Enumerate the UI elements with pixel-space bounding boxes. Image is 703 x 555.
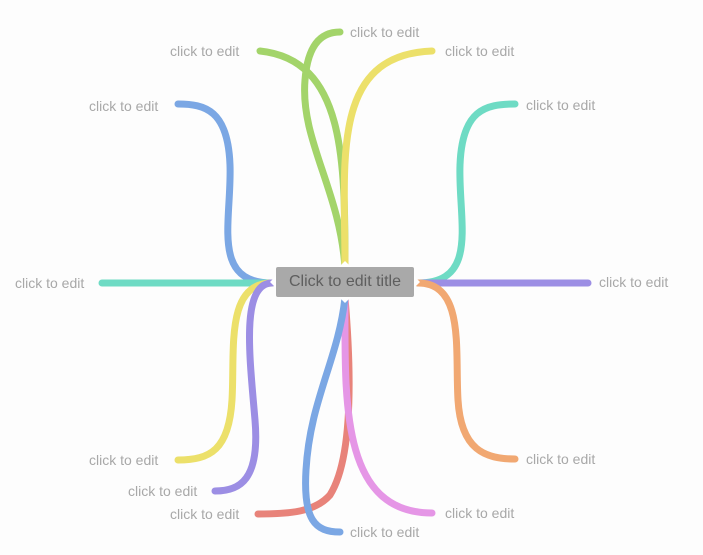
node-lower-right-orange[interactable]: click to edit <box>526 451 596 467</box>
node-bottom-blue[interactable]: click to edit <box>350 524 420 540</box>
branch-lower-left-yellow <box>174 279 276 464</box>
node-bottom-pink[interactable]: click to edit <box>445 505 515 521</box>
center-topic[interactable]: Click to edit title <box>270 261 420 303</box>
branch-left-blue <box>174 100 276 287</box>
node-left-blue[interactable]: click to edit <box>89 98 159 114</box>
right-connector-notch <box>414 276 420 288</box>
node-lower-left-purple[interactable]: click to edit <box>128 483 198 499</box>
bottom-connector-notch <box>339 297 351 303</box>
node-lower-left-yellow[interactable]: click to edit <box>89 452 159 468</box>
branch-bottom-pink <box>341 294 436 517</box>
node-right-purple[interactable]: click to edit <box>599 274 669 290</box>
left-connector-notch <box>270 276 276 288</box>
node-upper-right-yellow[interactable]: click to edit <box>445 43 515 59</box>
branch-bottom-blue <box>302 294 349 536</box>
branch-lower-right-orange <box>414 279 519 463</box>
node-top-green[interactable]: click to edit <box>350 24 420 40</box>
branch-upper-right-yellow <box>340 47 436 272</box>
center-topic-title: Click to edit title <box>288 273 402 290</box>
branch-lower-left-purple <box>211 279 276 495</box>
branch-right-teal <box>414 100 519 287</box>
node-right-teal[interactable]: click to edit <box>526 97 596 113</box>
node-left-teal[interactable]: click to edit <box>15 275 85 291</box>
branch-top-green <box>301 28 349 272</box>
top-connector-notch <box>339 261 351 267</box>
node-bottom-red[interactable]: click to edit <box>170 506 240 522</box>
node-upper-left-green[interactable]: click to edit <box>170 43 240 59</box>
